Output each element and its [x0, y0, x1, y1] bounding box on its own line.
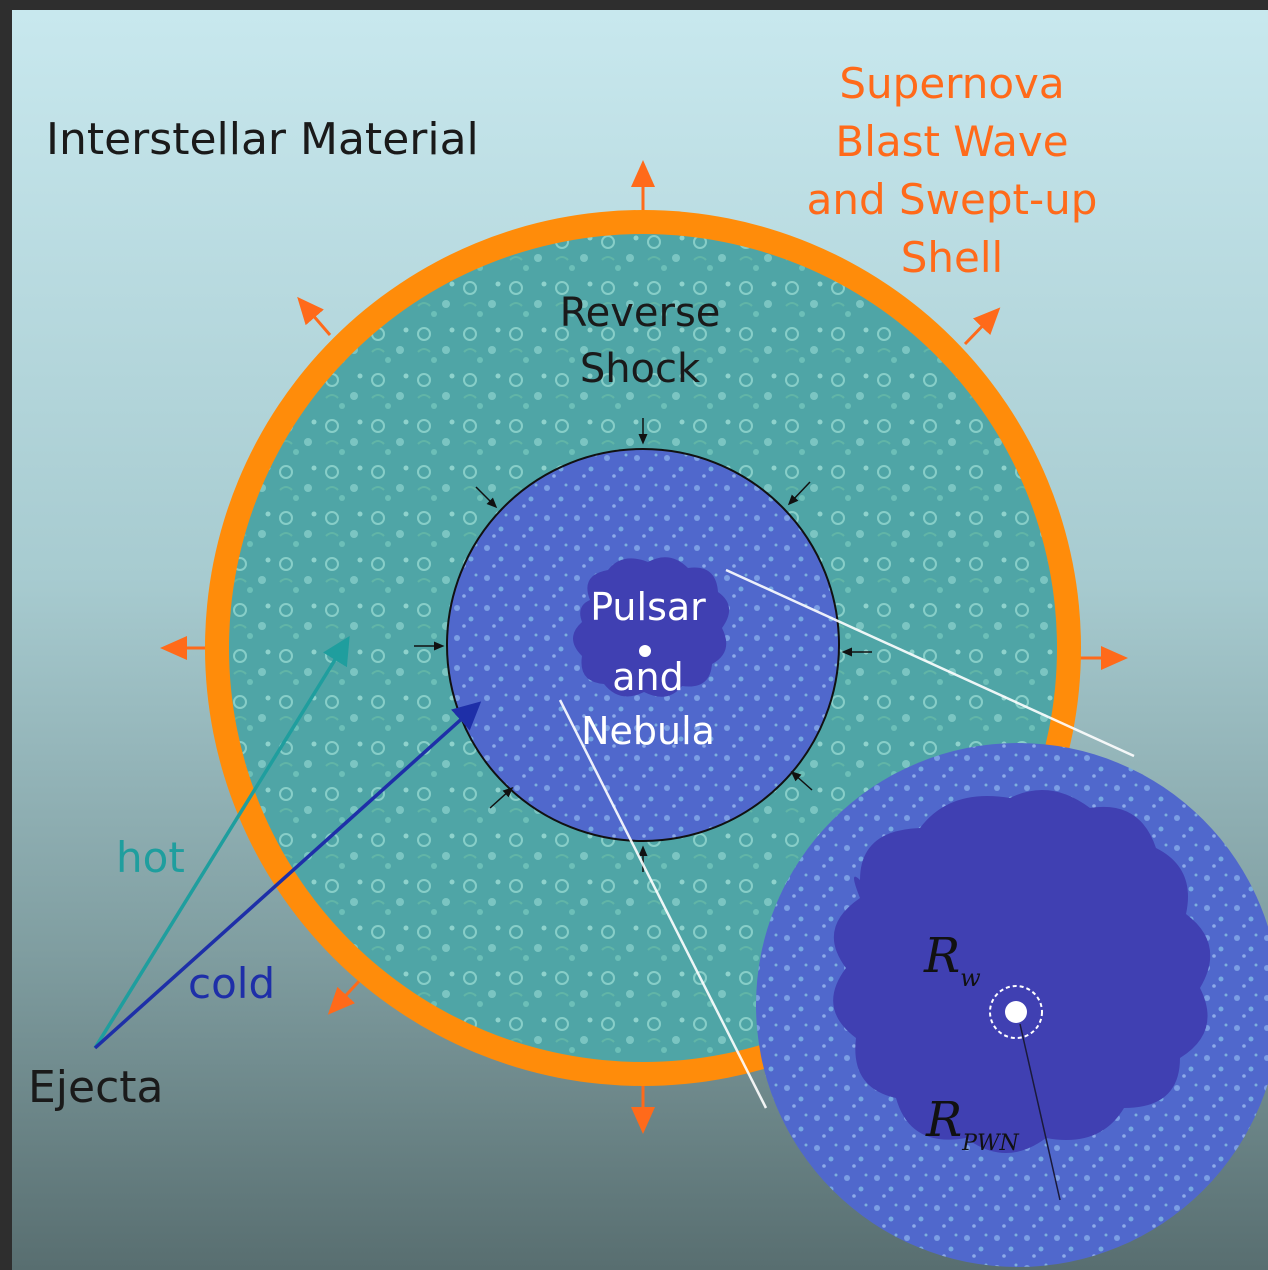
hot-label: hot — [116, 833, 185, 882]
rw-label: Rw — [923, 928, 981, 992]
rpwn-label: RPWN — [925, 1092, 1020, 1156]
reverse-shock-line-2: Shock — [580, 346, 701, 392]
rw-main: R — [923, 928, 960, 984]
pulsar-dot — [639, 645, 651, 657]
pulsar-line-2: and — [612, 655, 684, 699]
rpwn-radius-line — [1019, 1023, 1061, 1201]
pulsar-wind-nebula-small — [573, 557, 730, 697]
pulsar-dot-zoomed — [1005, 1001, 1027, 1023]
pulsar-nebula-label: Pulsar and Nebula — [581, 585, 715, 753]
blast-wave-line-3: and Swept-up — [807, 175, 1098, 224]
reverse-shock-label: Reverse Shock — [560, 290, 721, 392]
rpwn-main: R — [925, 1092, 962, 1148]
rw-sub: w — [960, 964, 981, 992]
reverse-shock-arrows — [414, 418, 872, 872]
cold-label: cold — [188, 959, 275, 1008]
expansion-arrows — [160, 160, 1128, 1134]
blast-wave-line-2: Blast Wave — [835, 117, 1068, 166]
termination-shock-ring — [989, 985, 1043, 1039]
reverse-shock-line-1: Reverse — [560, 290, 721, 336]
hot-arrow — [93, 636, 350, 1049]
pwn-zoom-inset — [756, 743, 1268, 1267]
blast-wave-line-1: Supernova — [839, 59, 1064, 108]
rpwn-sub: PWN — [961, 1131, 1019, 1156]
blast-wave-line-4: Shell — [901, 233, 1003, 282]
interstellar-material-label: Interstellar Material — [46, 114, 479, 165]
pulsar-line-1: Pulsar — [590, 585, 706, 629]
cold-arrow — [93, 701, 482, 1050]
blast-wave-label: Supernova Blast Wave and Swept-up Shell — [807, 59, 1098, 282]
pulsar-wind-nebula-large — [833, 790, 1211, 1153]
ejecta-label: Ejecta — [28, 1062, 164, 1113]
pulsar-line-3: Nebula — [581, 709, 715, 753]
zoom-connector-lines — [558, 568, 1135, 1109]
